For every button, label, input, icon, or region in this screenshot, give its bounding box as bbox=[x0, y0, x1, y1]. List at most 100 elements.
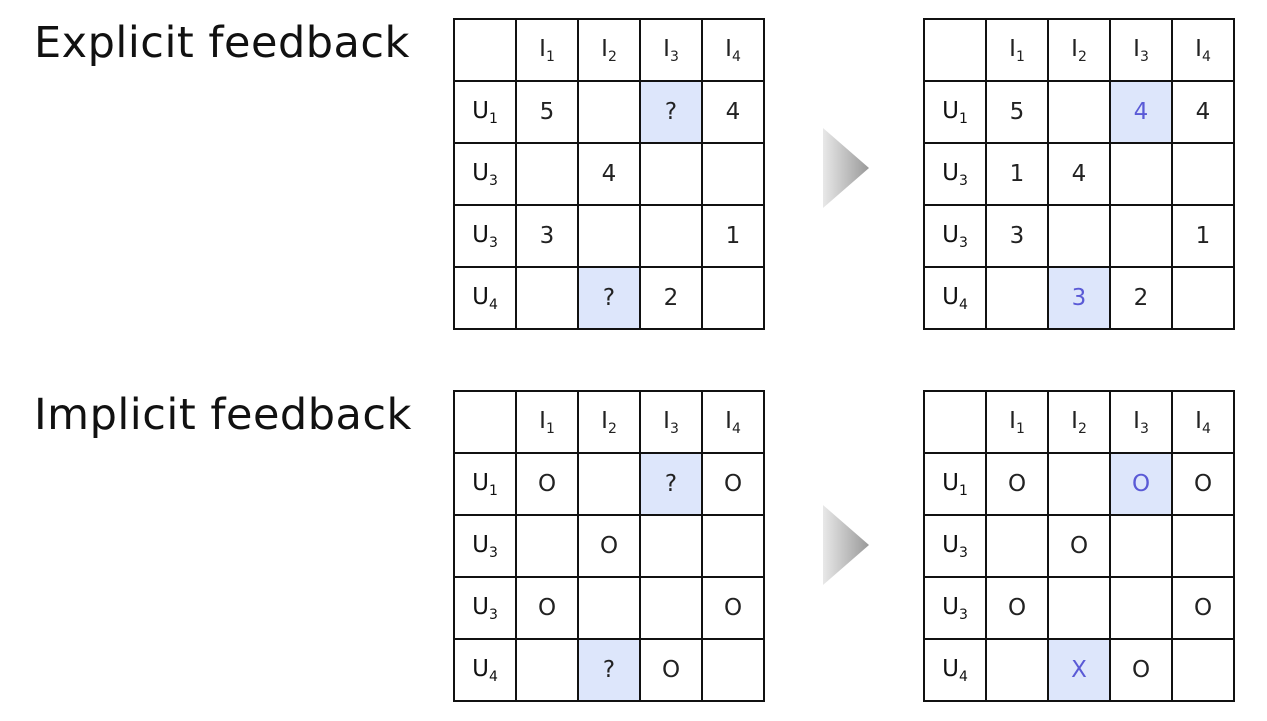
item-letter: I bbox=[1071, 35, 1078, 62]
rating-cell: 4 bbox=[1109, 80, 1173, 144]
rating-cell bbox=[639, 142, 703, 206]
rating-cell: O bbox=[639, 638, 703, 702]
corner-cell bbox=[453, 18, 517, 82]
user-header-cell: U1 bbox=[453, 452, 517, 516]
rating-cell bbox=[639, 576, 703, 640]
rating-cell bbox=[577, 452, 641, 516]
user-index: 4 bbox=[958, 296, 968, 313]
item-index: 2 bbox=[607, 48, 617, 65]
item-letter: I bbox=[601, 407, 608, 434]
item-index: 4 bbox=[731, 420, 741, 437]
user-letter: U bbox=[472, 655, 489, 682]
rating-cell bbox=[1171, 266, 1235, 330]
user-header-cell: U1 bbox=[923, 452, 987, 516]
rating-cell: 3 bbox=[985, 204, 1049, 268]
user-index: 1 bbox=[488, 482, 498, 499]
item-index: 4 bbox=[1201, 420, 1211, 437]
item-header-cell: I1 bbox=[985, 390, 1049, 454]
rating-cell bbox=[985, 266, 1049, 330]
rating-cell: 5 bbox=[515, 80, 579, 144]
user-header-cell: U4 bbox=[923, 638, 987, 702]
item-letter: I bbox=[1195, 35, 1202, 62]
item-index: 4 bbox=[731, 48, 741, 65]
item-letter: I bbox=[663, 407, 670, 434]
rating-cell bbox=[701, 142, 765, 206]
rating-cell: 2 bbox=[639, 266, 703, 330]
rating-cell: O bbox=[515, 452, 579, 516]
corner-cell bbox=[923, 390, 987, 454]
item-index: 3 bbox=[1139, 48, 1149, 65]
user-header-cell: U1 bbox=[923, 80, 987, 144]
rating-cell: ? bbox=[577, 638, 641, 702]
item-header-cell: I3 bbox=[1109, 390, 1173, 454]
rating-cell: 4 bbox=[1047, 142, 1111, 206]
item-letter: I bbox=[725, 407, 732, 434]
item-index: 3 bbox=[669, 420, 679, 437]
user-letter: U bbox=[942, 655, 959, 682]
item-index: 1 bbox=[545, 48, 555, 65]
rating-cell: O bbox=[701, 576, 765, 640]
rating-cell: 4 bbox=[1171, 80, 1235, 144]
rating-cell bbox=[985, 514, 1049, 578]
user-letter: U bbox=[942, 159, 959, 186]
user-index: 4 bbox=[488, 668, 498, 685]
rating-cell: ? bbox=[639, 80, 703, 144]
item-header-cell: I4 bbox=[701, 18, 765, 82]
item-header-cell: I2 bbox=[577, 18, 641, 82]
user-index: 3 bbox=[488, 234, 498, 251]
rating-cell bbox=[1047, 80, 1111, 144]
explicit-feedback-title: Explicit feedback bbox=[34, 18, 410, 68]
item-header-cell: I1 bbox=[985, 18, 1049, 82]
right-triangle-arrow-icon bbox=[823, 505, 869, 585]
rating-cell bbox=[515, 266, 579, 330]
rating-cell bbox=[1109, 142, 1173, 206]
user-header-cell: U3 bbox=[923, 142, 987, 206]
user-header-cell: U3 bbox=[923, 204, 987, 268]
rating-cell: 1 bbox=[701, 204, 765, 268]
user-letter: U bbox=[942, 283, 959, 310]
rating-cell bbox=[1171, 142, 1235, 206]
user-index: 3 bbox=[488, 606, 498, 623]
item-index: 1 bbox=[1015, 420, 1025, 437]
item-header-cell: I1 bbox=[515, 18, 579, 82]
rating-cell bbox=[1109, 576, 1173, 640]
user-header-cell: U4 bbox=[453, 266, 517, 330]
user-letter: U bbox=[942, 221, 959, 248]
rating-cell: O bbox=[1109, 452, 1173, 516]
user-header-cell: U3 bbox=[453, 514, 517, 578]
rating-cell: O bbox=[701, 452, 765, 516]
user-index: 1 bbox=[958, 110, 968, 127]
user-letter: U bbox=[472, 97, 489, 124]
right-triangle-arrow-icon bbox=[823, 128, 869, 208]
item-header-cell: I2 bbox=[1047, 18, 1111, 82]
rating-cell bbox=[639, 514, 703, 578]
item-header-cell: I4 bbox=[1171, 18, 1235, 82]
user-index: 3 bbox=[488, 544, 498, 561]
user-letter: U bbox=[942, 593, 959, 620]
user-index: 3 bbox=[958, 234, 968, 251]
corner-cell bbox=[923, 18, 987, 82]
rating-cell bbox=[515, 514, 579, 578]
rating-cell bbox=[1171, 638, 1235, 702]
item-letter: I bbox=[663, 35, 670, 62]
implicit-feedback-title: Implicit feedback bbox=[34, 390, 412, 440]
rating-cell: 3 bbox=[1047, 266, 1111, 330]
user-header-cell: U3 bbox=[453, 576, 517, 640]
rating-cell bbox=[1047, 452, 1111, 516]
user-index: 3 bbox=[958, 606, 968, 623]
item-index: 3 bbox=[1139, 420, 1149, 437]
user-letter: U bbox=[472, 531, 489, 558]
rating-cell bbox=[701, 638, 765, 702]
item-letter: I bbox=[601, 35, 608, 62]
